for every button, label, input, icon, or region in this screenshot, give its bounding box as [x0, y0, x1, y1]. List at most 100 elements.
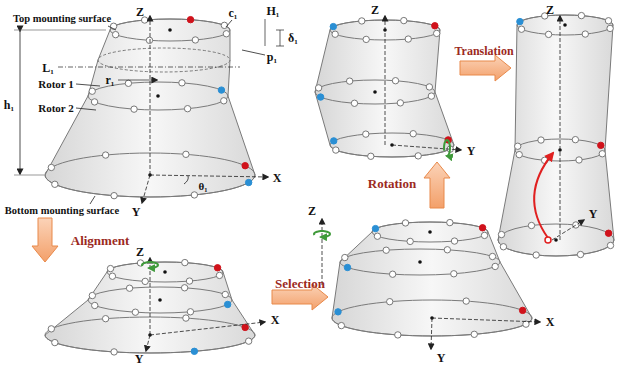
measure-point: [52, 339, 58, 345]
mounting-ring: [315, 80, 435, 104]
measure-point: [517, 18, 523, 24]
translation-path: [534, 153, 553, 238]
rotor-stack: [498, 12, 614, 258]
dimension-label: r₁: [106, 74, 115, 86]
measure-point: [338, 322, 344, 328]
angle-arc: [184, 176, 188, 184]
coordinate-axis: [322, 219, 323, 285]
measure-point: [402, 220, 408, 226]
center-dot: [163, 270, 167, 274]
tolerance-bracket: [276, 30, 284, 31]
measure-point: [214, 265, 220, 271]
leader-line: [108, 26, 116, 30]
surface-label: Top mounting surface: [13, 14, 111, 25]
measure-point: [183, 315, 189, 321]
axis-label: Y: [135, 353, 144, 365]
step-arrow: [460, 55, 511, 81]
origin-marker: [545, 237, 551, 243]
coordinate-axis: [150, 322, 265, 335]
measure-point: [109, 273, 115, 279]
axis-label: Y: [132, 206, 141, 218]
measure-point: [405, 36, 411, 42]
measure-point: [545, 31, 551, 37]
leader-line: [90, 196, 95, 204]
step-arrow: [424, 162, 450, 208]
measure-point: [317, 94, 323, 100]
measure-point: [387, 298, 393, 304]
measure-point: [242, 163, 248, 169]
dimension-label: H₁: [267, 5, 280, 17]
measure-point: [401, 17, 407, 23]
dimension-label: h₁: [4, 99, 14, 111]
tolerance-bracket: [280, 30, 281, 46]
center-dot: [563, 23, 567, 27]
measure-point: [224, 301, 230, 307]
coordinate-axis: [560, 16, 561, 240]
measure-point: [428, 93, 434, 99]
rotor-stack: [315, 17, 454, 159]
measure-point: [500, 244, 506, 250]
dimension-line: [20, 31, 21, 174]
coordinate-axis: [432, 318, 540, 322]
measure-point: [492, 263, 498, 269]
measure-point: [363, 131, 369, 137]
step-label: Alignment: [71, 234, 130, 247]
measure-point: [372, 225, 378, 231]
measure-point: [397, 100, 403, 106]
extension-line: [14, 175, 44, 176]
measure-point: [395, 332, 401, 338]
dimension-label: L₁: [42, 62, 54, 74]
measure-point: [605, 230, 611, 236]
measure-point: [383, 247, 389, 253]
measure-point: [102, 315, 108, 321]
mounting-ring: [107, 262, 223, 282]
measure-point: [498, 231, 504, 237]
measure-point: [182, 259, 188, 265]
measure-point: [91, 99, 97, 105]
measure-point: [107, 265, 113, 271]
measure-point: [518, 26, 524, 32]
measure-point: [582, 31, 588, 37]
axis-label: Z: [371, 4, 379, 16]
axis-label: Y: [589, 208, 598, 220]
measure-point: [578, 12, 584, 18]
measure-point: [48, 164, 54, 170]
reference-line: [58, 67, 240, 68]
measure-point: [463, 298, 469, 304]
measure-point: [363, 36, 369, 42]
measure-point: [315, 85, 321, 91]
measure-point: [573, 222, 579, 228]
measure-point: [192, 37, 198, 43]
measure-point: [102, 152, 108, 158]
rotation-icon: [314, 231, 330, 237]
measure-point: [607, 242, 613, 248]
measure-point: [335, 309, 341, 315]
measure-point: [451, 271, 457, 277]
measure-point: [179, 80, 185, 86]
measure-point: [218, 87, 224, 93]
drawing: [14, 12, 614, 355]
measure-point: [451, 238, 457, 244]
coordinate-axis: [142, 175, 150, 203]
center-dot: [373, 90, 377, 94]
axis-label: Z: [136, 6, 144, 18]
coordinate-axis: [150, 258, 151, 335]
mounting-ring: [98, 48, 230, 72]
measure-point: [89, 88, 95, 94]
mounting-ring: [372, 222, 488, 242]
center-dot: [428, 230, 432, 234]
rotor-stack: [45, 16, 255, 198]
measure-point: [183, 151, 189, 157]
measure-point: [222, 291, 228, 297]
measure-point: [245, 179, 251, 185]
measure-point: [515, 143, 521, 149]
measure-point: [607, 25, 613, 31]
measure-point: [126, 285, 132, 291]
mounting-ring: [340, 249, 500, 275]
datum-line: [265, 19, 266, 46]
measure-point: [432, 23, 438, 29]
measure-point: [221, 98, 227, 104]
measure-point: [52, 181, 58, 187]
